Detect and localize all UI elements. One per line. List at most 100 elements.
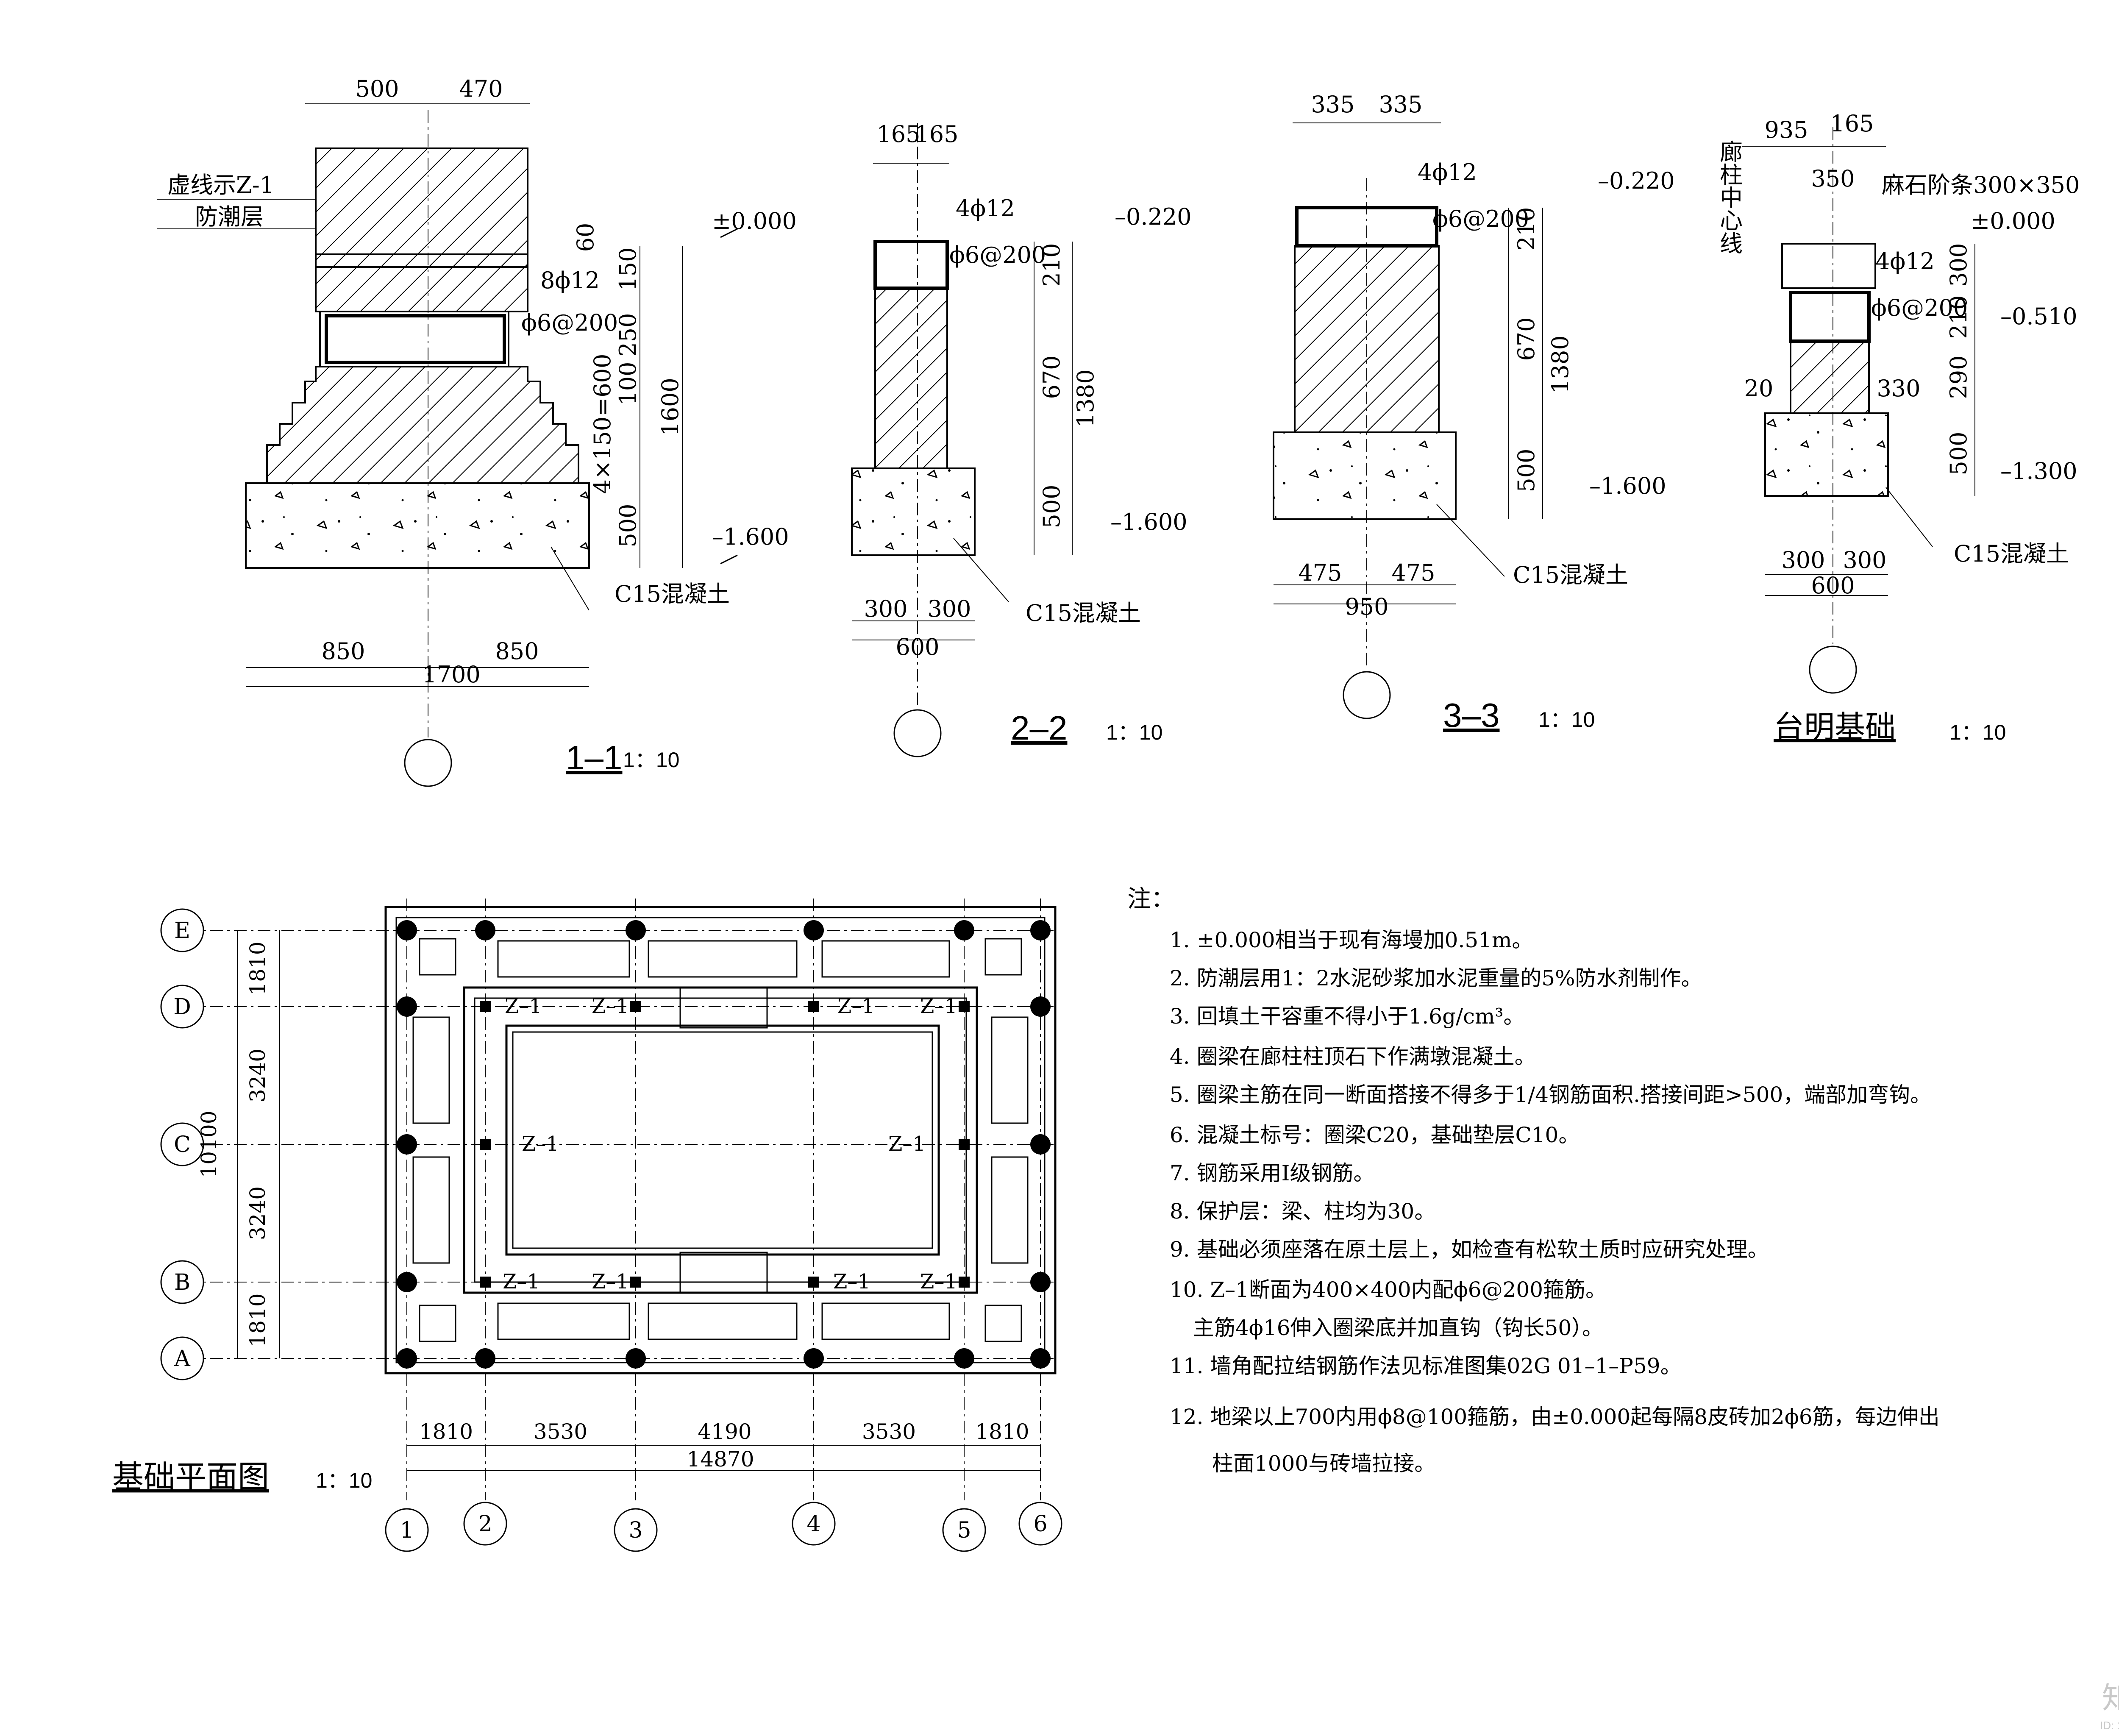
- section-2-2-text: 165 165 4ϕ12 ϕ6@200 –0.220 –1.600 210 67…: [864, 121, 1191, 747]
- z1-label: Z–1: [920, 994, 957, 1018]
- dim-right-500: 500: [1945, 431, 1972, 475]
- dim-top-1: 165: [876, 121, 920, 147]
- z1-column: [808, 1001, 819, 1012]
- axis-label: 6: [1033, 1511, 1047, 1537]
- dim-right-1380: 1380: [1547, 335, 1574, 393]
- column-dot: [1030, 920, 1051, 940]
- axis-bubble: [385, 1508, 429, 1552]
- level-1600: –1.600: [712, 523, 789, 550]
- level-0510: –0.510: [2000, 303, 2077, 330]
- label-stirrup: ϕ6@200: [1871, 295, 1968, 321]
- plan-scale: 1：10: [316, 1469, 372, 1492]
- foundation-plan-text: 10100 14870 基础平面图 1：10: [112, 1110, 754, 1494]
- z1-label: Z–1: [888, 1132, 926, 1156]
- dim-right-250: 250: [615, 313, 641, 356]
- plan-dim-bottom: 4190: [698, 1419, 751, 1444]
- plan-dim-bottom: 3530: [862, 1419, 916, 1444]
- dim-right-500: 500: [1038, 484, 1065, 528]
- dim-top-935: 935: [1764, 117, 1808, 143]
- dim-side-20: 20: [1744, 375, 1774, 402]
- column-dot: [804, 920, 824, 940]
- label-concrete: C15混凝土: [615, 581, 730, 607]
- z1-column: [630, 1277, 641, 1288]
- dim-bottom-total: 950: [1345, 593, 1388, 620]
- section-scale: 1：10: [1106, 721, 1162, 744]
- level-0220: –0.220: [1115, 203, 1192, 230]
- label-concrete: C15混凝土: [1954, 540, 2069, 567]
- note-9: 9. 基础必须座落在原土层上，如检查有松软土质时应研究处理。: [1170, 1237, 1769, 1262]
- dim-top-2: 165: [915, 121, 958, 147]
- watermark-text: 知末: [2102, 1681, 2119, 1714]
- z1-column: [959, 1139, 970, 1150]
- dim-bottom-total: 600: [1811, 572, 1855, 599]
- dim-top-2: 470: [459, 75, 503, 102]
- notes: 注： 1. ±0.000相当于现有海墁加0.51m。 2. 防潮层用1：2水泥砂…: [1127, 885, 1940, 1476]
- axis-bubble: [160, 1122, 204, 1166]
- axis-bubble: [160, 908, 204, 952]
- section-scale: 1：10: [1538, 708, 1595, 732]
- label-column-centerline: 廊柱中心线: [1716, 140, 1743, 254]
- dim-right-290: 290: [1945, 355, 1972, 399]
- axis-label: 2: [478, 1511, 492, 1537]
- column-dot: [397, 1134, 417, 1155]
- level-1600: –1.600: [1110, 509, 1187, 535]
- column-dot: [397, 1348, 417, 1369]
- label-stirrup: ϕ6@200: [521, 309, 618, 336]
- z1-label: Z–1: [592, 1270, 629, 1294]
- dim-right-500: 500: [615, 504, 641, 547]
- column-dot: [475, 1348, 495, 1369]
- plan-dim-left: 3240: [245, 1186, 270, 1240]
- axis-label: 3: [628, 1518, 642, 1543]
- plan-dim-left: 1810: [245, 1293, 270, 1347]
- axis-label: B: [174, 1270, 190, 1295]
- z1-column: [959, 1001, 970, 1012]
- note-12-cont: 柱面1000与砖墙拉接。: [1212, 1451, 1435, 1476]
- watermark: 知末 ID: 1654631170: [2100, 1681, 2119, 1732]
- dim-top-165: 165: [1830, 110, 1874, 137]
- dim-bottom-total: 600: [895, 634, 939, 660]
- plan-dim-bottom: 1810: [975, 1419, 1029, 1444]
- level-0: ±0.000: [712, 208, 797, 234]
- dim-right-300: 300: [1945, 243, 1972, 287]
- level-0220: –0.220: [1598, 167, 1675, 194]
- axis-bubble: [160, 1260, 204, 1304]
- section-1-1: [157, 103, 738, 787]
- column-dot: [954, 1348, 974, 1369]
- dim-bottom-1: 850: [321, 638, 365, 665]
- plan-dim-left: 3240: [245, 1049, 270, 1102]
- watermark-id: ID: 1654631170: [2100, 1719, 2119, 1732]
- section-scale: 1：10: [1949, 721, 2006, 744]
- dim-right-steps: 4×150=600: [589, 354, 616, 494]
- dim-right-500: 500: [1513, 448, 1540, 492]
- section-scale: 1：10: [623, 748, 679, 772]
- section-tm-text: 935 165 350 廊柱中心线 麻石阶条300×350 4ϕ12 ϕ6@20…: [1716, 110, 2080, 744]
- axis-label: E: [174, 918, 190, 943]
- section-2-2: [851, 123, 1073, 757]
- column-dot: [804, 1348, 824, 1369]
- z1-label: Z–1: [920, 1270, 957, 1294]
- section-title: 台明基础: [1774, 710, 1896, 744]
- axis-bubble: [160, 985, 204, 1029]
- note-6: 6. 混凝土标号：圈梁C20，基础垫层C10。: [1170, 1123, 1580, 1147]
- dim-right-150: 150: [615, 247, 641, 291]
- column-dot: [397, 1272, 417, 1292]
- axis-bubble: [463, 1502, 507, 1546]
- level-1600: –1.600: [1589, 473, 1666, 499]
- plan-dim-left: 1810: [245, 941, 270, 995]
- dim-right-1600: 1600: [657, 378, 684, 436]
- section-title: 2–2: [1011, 709, 1067, 747]
- note-12: 12. 地梁以上700内用ϕ8@100箍筋，由±0.000起每隔8皮砖加2ϕ6筋…: [1170, 1405, 1940, 1429]
- axis-label: C: [174, 1132, 191, 1157]
- plan-title: 基础平面图: [112, 1459, 269, 1494]
- label-rebar: 4ϕ12: [956, 195, 1015, 222]
- dim-top-1: 335: [1311, 91, 1354, 118]
- dim-bottom-1: 300: [1781, 547, 1825, 573]
- plan-dim-bottom: 1810: [419, 1419, 473, 1444]
- z1-label: Z–1: [837, 994, 875, 1018]
- label-stone-step: 麻石阶条300×350: [1882, 172, 2080, 198]
- note-4: 4. 圈梁在廊柱柱顶石下作满墩混凝土。: [1170, 1044, 1536, 1069]
- label-concrete: C15混凝土: [1513, 562, 1628, 588]
- dim-bottom-1: 475: [1298, 559, 1342, 586]
- column-dot: [1030, 1348, 1051, 1369]
